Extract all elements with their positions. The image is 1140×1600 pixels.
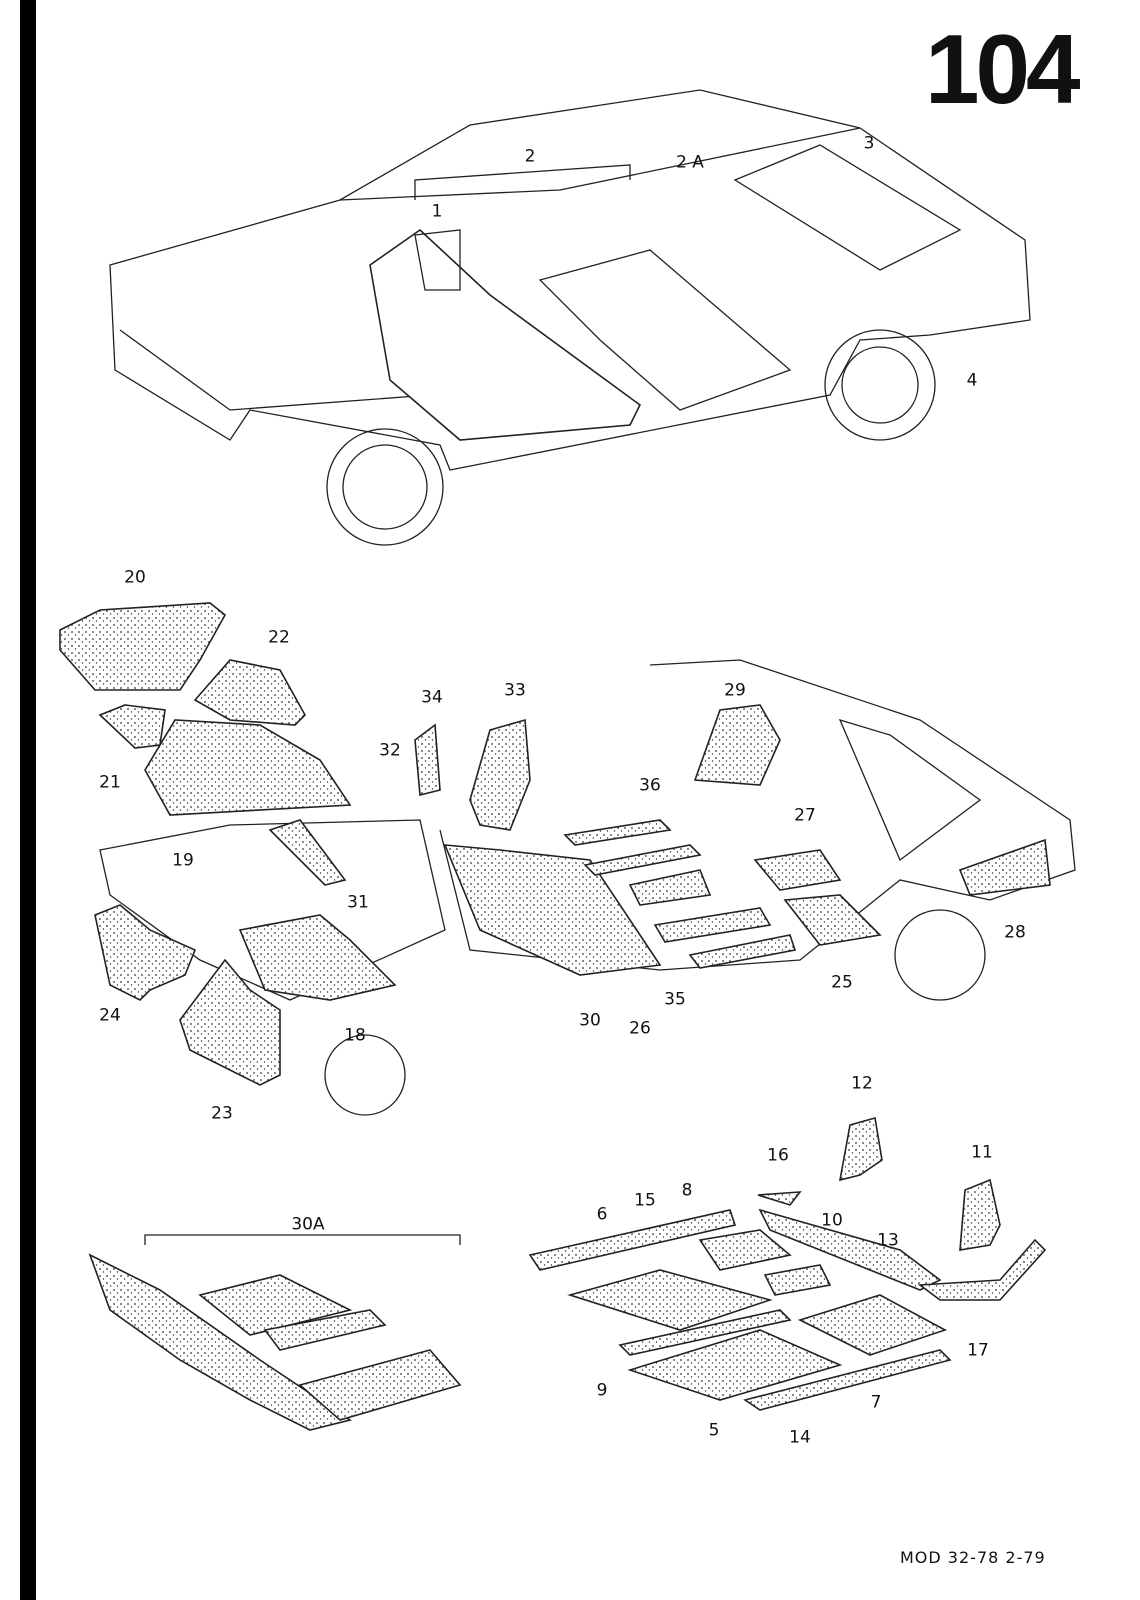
callout-2a: 2 A — [676, 152, 704, 173]
callout-35: 35 — [664, 989, 686, 1010]
part-24 — [94, 904, 197, 1001]
callout-22: 22 — [268, 627, 290, 648]
callout-28: 28 — [1004, 922, 1026, 943]
callout-30: 30 — [579, 1010, 601, 1031]
callout-33: 33 — [504, 680, 526, 701]
callout-15: 15 — [634, 1190, 656, 1211]
part-31 — [268, 819, 347, 886]
callout-26: 26 — [629, 1018, 651, 1039]
callout-31: 31 — [347, 892, 369, 913]
part-17 — [917, 1238, 1047, 1301]
callout-6: 6 — [596, 1204, 608, 1225]
callout-10: 10 — [821, 1210, 843, 1231]
part-34 — [414, 723, 441, 797]
part-36a — [563, 819, 672, 846]
part-30 — [443, 844, 662, 976]
part-35 — [653, 907, 772, 943]
callout-21: 21 — [99, 772, 121, 793]
part-27 — [753, 849, 842, 891]
part-20 — [59, 602, 227, 691]
callout-3: 3 — [863, 133, 875, 154]
callout-23: 23 — [211, 1103, 233, 1124]
part-35b — [688, 934, 797, 969]
callout-29: 29 — [724, 680, 746, 701]
callout-7: 7 — [870, 1392, 882, 1413]
footer-model-code: MOD 32-78 2-79 — [900, 1548, 1046, 1567]
part-7 — [797, 1294, 948, 1356]
callout-14: 14 — [789, 1427, 811, 1448]
callout-12: 12 — [851, 1073, 873, 1094]
callout-34: 34 — [421, 687, 443, 708]
part-22 — [193, 659, 306, 726]
part-30A-mat2 — [298, 1349, 462, 1421]
part-5 — [627, 1329, 843, 1401]
callout-24: 24 — [99, 1005, 121, 1026]
callout-5: 5 — [708, 1420, 720, 1441]
callout-25: 25 — [831, 972, 853, 993]
part-9 — [618, 1309, 792, 1356]
part-25 — [783, 894, 882, 946]
callout-18: 18 — [344, 1025, 366, 1046]
callout-11: 11 — [971, 1142, 993, 1163]
part-15 — [528, 1209, 737, 1271]
part-19 — [144, 719, 352, 816]
callout-13: 13 — [877, 1230, 899, 1251]
part-33 — [469, 718, 531, 831]
car-body-top — [109, 89, 1031, 546]
part-29 — [693, 704, 781, 786]
part-21 — [98, 704, 166, 749]
part-36b — [583, 844, 702, 876]
callout-32: 32 — [379, 740, 401, 761]
part-6 — [567, 1269, 773, 1331]
callout-9: 9 — [596, 1380, 608, 1401]
callout-19: 19 — [172, 850, 194, 871]
callout-4: 4 — [966, 370, 978, 391]
part-8 — [698, 1229, 792, 1271]
part-30A-mat1 — [198, 1274, 353, 1336]
floor-insulation-top — [369, 144, 962, 441]
callout-20: 20 — [124, 567, 146, 588]
callout-8: 8 — [681, 1180, 693, 1201]
page-edge-bar — [20, 0, 36, 1600]
callout-1: 1 — [431, 201, 443, 222]
callout-30a: 30A — [291, 1214, 325, 1235]
part-11 — [959, 1178, 1001, 1251]
callout-17: 17 — [967, 1340, 989, 1361]
part-12 — [838, 1116, 883, 1182]
part-28 — [958, 838, 1051, 896]
part-16 — [757, 1191, 802, 1206]
part-30A-side — [88, 1253, 352, 1431]
page-number: 104 — [925, 14, 1081, 124]
callout-27: 27 — [794, 805, 816, 826]
callout-36: 36 — [639, 775, 661, 796]
part-10 — [763, 1264, 832, 1296]
callout-2: 2 — [524, 146, 536, 167]
callout-16: 16 — [767, 1145, 789, 1166]
part-14 — [743, 1349, 952, 1411]
part-30A-tunnel — [263, 1309, 387, 1351]
part-18 — [238, 914, 397, 1001]
part-26 — [628, 869, 712, 906]
part-23 — [179, 958, 281, 1086]
